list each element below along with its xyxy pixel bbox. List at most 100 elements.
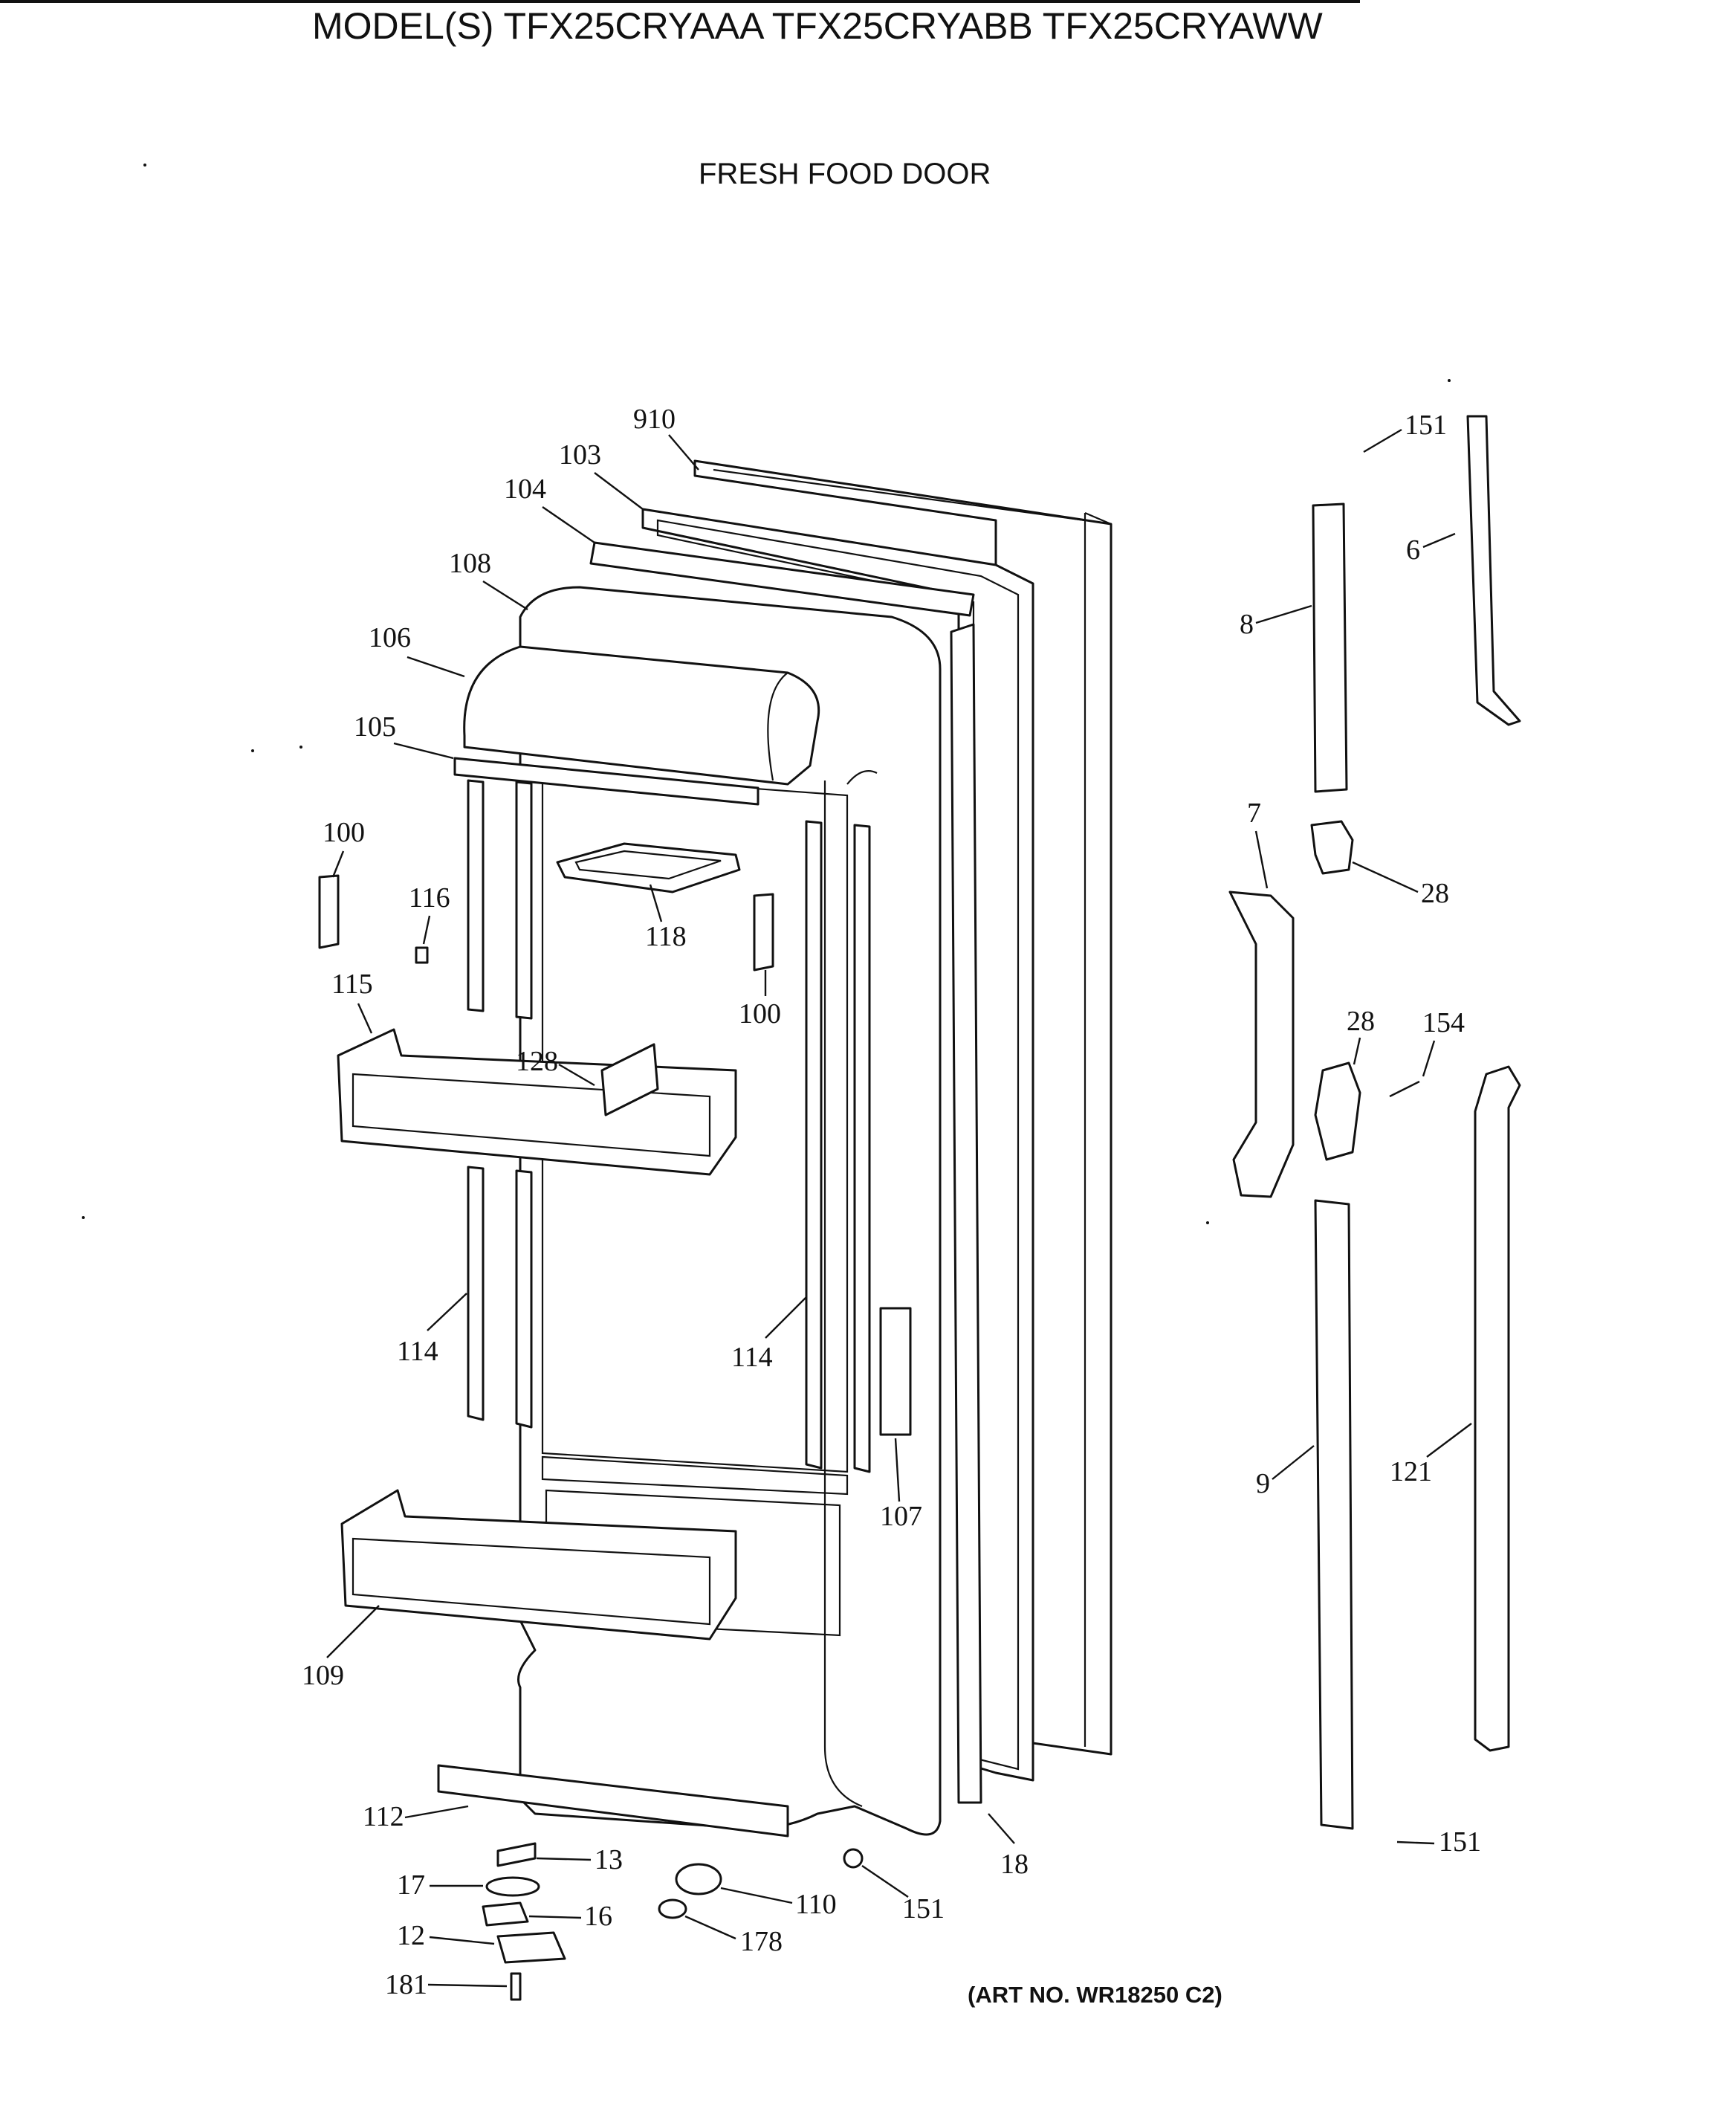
door-bin-upper: [337, 1028, 737, 1176]
callout-13: 13: [595, 1844, 623, 1875]
callout-114-left: 114: [397, 1336, 438, 1367]
leader-28-lower: [1353, 1037, 1361, 1065]
callout-105: 105: [354, 711, 396, 743]
callout-103: 103: [559, 439, 601, 471]
door-side-strip-18: [950, 623, 982, 1804]
bottom-trim-112: [437, 1764, 789, 1838]
section-title: FRESH FOOD DOOR: [699, 158, 991, 190]
door-bin-lower: [340, 1489, 737, 1641]
leader-107: [894, 1438, 901, 1502]
leader-103: [594, 472, 644, 510]
hinge-parts-bottom: [482, 1842, 566, 2001]
leader-9: [1272, 1445, 1315, 1480]
callout-18: 18: [1000, 1849, 1029, 1880]
leader-115: [357, 1003, 373, 1034]
callout-107: 107: [880, 1501, 922, 1532]
leader-12: [429, 1936, 495, 1945]
leader-128: [558, 1063, 595, 1087]
shelf-clip-right: [753, 893, 774, 972]
cover-trim-strip: [453, 757, 760, 806]
leader-7: [1254, 830, 1269, 889]
leader-100-left: [331, 850, 345, 878]
leader-181: [427, 1983, 508, 1988]
callout-9: 9: [1256, 1468, 1270, 1499]
handle-trim-8: [1312, 502, 1348, 793]
screw-154: [1389, 1080, 1420, 1098]
callout-12: 12: [397, 1920, 425, 1951]
leader-118: [649, 884, 663, 922]
handle-trim-9: [1314, 1199, 1354, 1830]
bracket-28-upper: [1310, 820, 1354, 875]
callout-28-upper: 28: [1421, 878, 1449, 909]
callout-115: 115: [331, 969, 373, 1000]
shelf-rails: [467, 779, 871, 1473]
leader-178: [684, 1915, 736, 1940]
callout-151-bottom-right: 151: [1439, 1826, 1481, 1858]
callout-7: 7: [1247, 798, 1261, 829]
callout-178: 178: [740, 1926, 783, 1957]
top-retainer-bar: [589, 541, 975, 617]
leader-18: [988, 1813, 1015, 1844]
callout-16: 16: [584, 1901, 612, 1932]
leader-13: [536, 1857, 592, 1861]
callout-110: 110: [795, 1889, 837, 1920]
callout-104: 104: [504, 474, 546, 505]
top-rule: [0, 0, 1360, 3]
callout-106: 106: [369, 622, 411, 653]
callout-6: 6: [1406, 534, 1420, 566]
callout-128: 128: [516, 1046, 558, 1077]
art-number: (ART NO. WR18250 C2): [968, 1982, 1222, 2008]
cam-parts-110-178: [658, 1848, 864, 1919]
leader-151-bottom-center: [861, 1865, 909, 1898]
callout-108: 108: [449, 548, 491, 579]
callout-910: 910: [633, 404, 676, 435]
callout-118: 118: [645, 921, 687, 952]
door-gasket: [641, 508, 1034, 1782]
leader-151-bottom-right: [1396, 1840, 1435, 1845]
handle-7: [1228, 891, 1295, 1198]
leader-114-right: [765, 1296, 807, 1339]
model-title: MODEL(S) TFX25CRYAAA TFX25CRYABB TFX25CR…: [312, 5, 1323, 47]
callout-100-right: 100: [739, 998, 781, 1030]
handle-121: [1474, 1065, 1521, 1752]
callout-labels: 910 103 104 108 106 105 100 116 118 100 …: [302, 404, 1481, 2000]
upper-dairy-cover: [463, 645, 820, 786]
leader-28-upper: [1352, 861, 1419, 893]
leader-16: [528, 1915, 582, 1919]
leader-121: [1426, 1423, 1472, 1458]
leader-105: [393, 742, 454, 760]
leader-154: [1422, 1040, 1436, 1077]
callout-109: 109: [302, 1660, 344, 1691]
leader-114-left: [427, 1293, 467, 1331]
leader-6: [1422, 532, 1456, 549]
callout-121: 121: [1390, 1456, 1432, 1487]
small-clip-116: [415, 946, 429, 964]
callout-112: 112: [363, 1801, 404, 1832]
callout-100-left: 100: [323, 817, 365, 848]
leader-108: [482, 580, 528, 611]
leader-151-top-right: [1363, 428, 1402, 453]
callout-181: 181: [385, 1969, 427, 2000]
leader-112: [404, 1805, 469, 1819]
leader-910: [668, 434, 699, 471]
shelf-clip-left: [318, 874, 340, 949]
leader-116: [422, 915, 431, 945]
bracket-28-lower: [1314, 1061, 1361, 1161]
leader-8: [1255, 604, 1312, 624]
callout-114-right: 114: [731, 1342, 773, 1373]
inner-door-liner: [517, 586, 942, 1836]
leader-109: [326, 1605, 380, 1658]
scan-specks: [82, 164, 1451, 1224]
leader-110: [720, 1887, 793, 1904]
callout-151-bottom-center: 151: [902, 1893, 945, 1924]
callout-8: 8: [1240, 609, 1254, 640]
callout-116: 116: [409, 882, 450, 914]
leader-104: [542, 506, 595, 543]
leader-106: [407, 656, 465, 678]
callout-154: 154: [1422, 1007, 1465, 1038]
callout-151-top-right: 151: [1405, 410, 1447, 441]
callout-28-lower: 28: [1347, 1006, 1375, 1037]
handle-6: [1466, 415, 1521, 726]
